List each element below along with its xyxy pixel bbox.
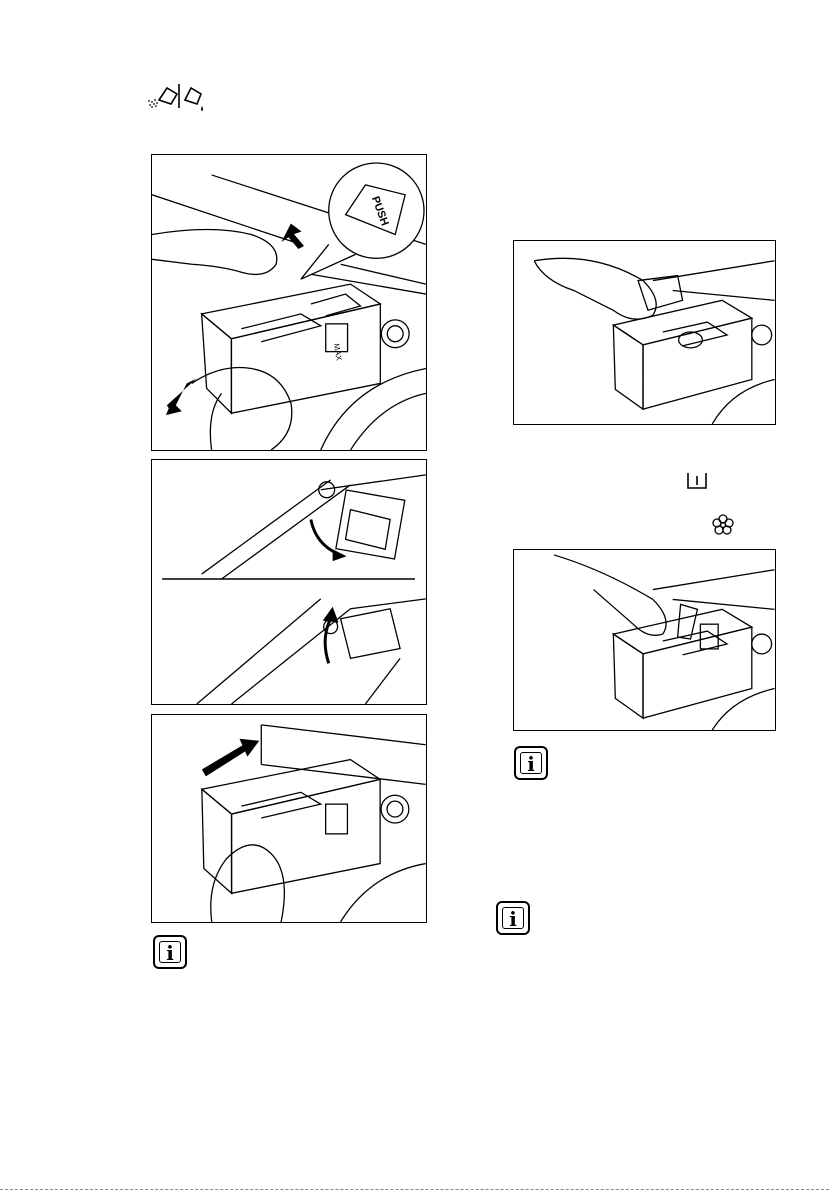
- figure-add-powder: [513, 240, 776, 425]
- fabric-softener-icon: [711, 513, 735, 537]
- info-glyph: i: [516, 752, 546, 776]
- info-icon: i: [496, 901, 530, 935]
- figure-insert-dispenser: [151, 714, 427, 923]
- powder-liquid-detergent-icon: [147, 82, 209, 112]
- info-icon: i: [514, 746, 548, 780]
- page-bottom-rule: [0, 1189, 829, 1190]
- figure-remove-dispenser: PUSH MAX: [151, 154, 427, 451]
- info-glyph: i: [498, 907, 528, 931]
- figure-flap-position: [151, 459, 427, 705]
- figure-add-liquid: [513, 549, 776, 731]
- prewash-compartment-icon: [686, 472, 708, 490]
- info-icon: i: [153, 935, 187, 969]
- info-glyph: i: [155, 941, 185, 965]
- max-label: MAX: [332, 343, 344, 362]
